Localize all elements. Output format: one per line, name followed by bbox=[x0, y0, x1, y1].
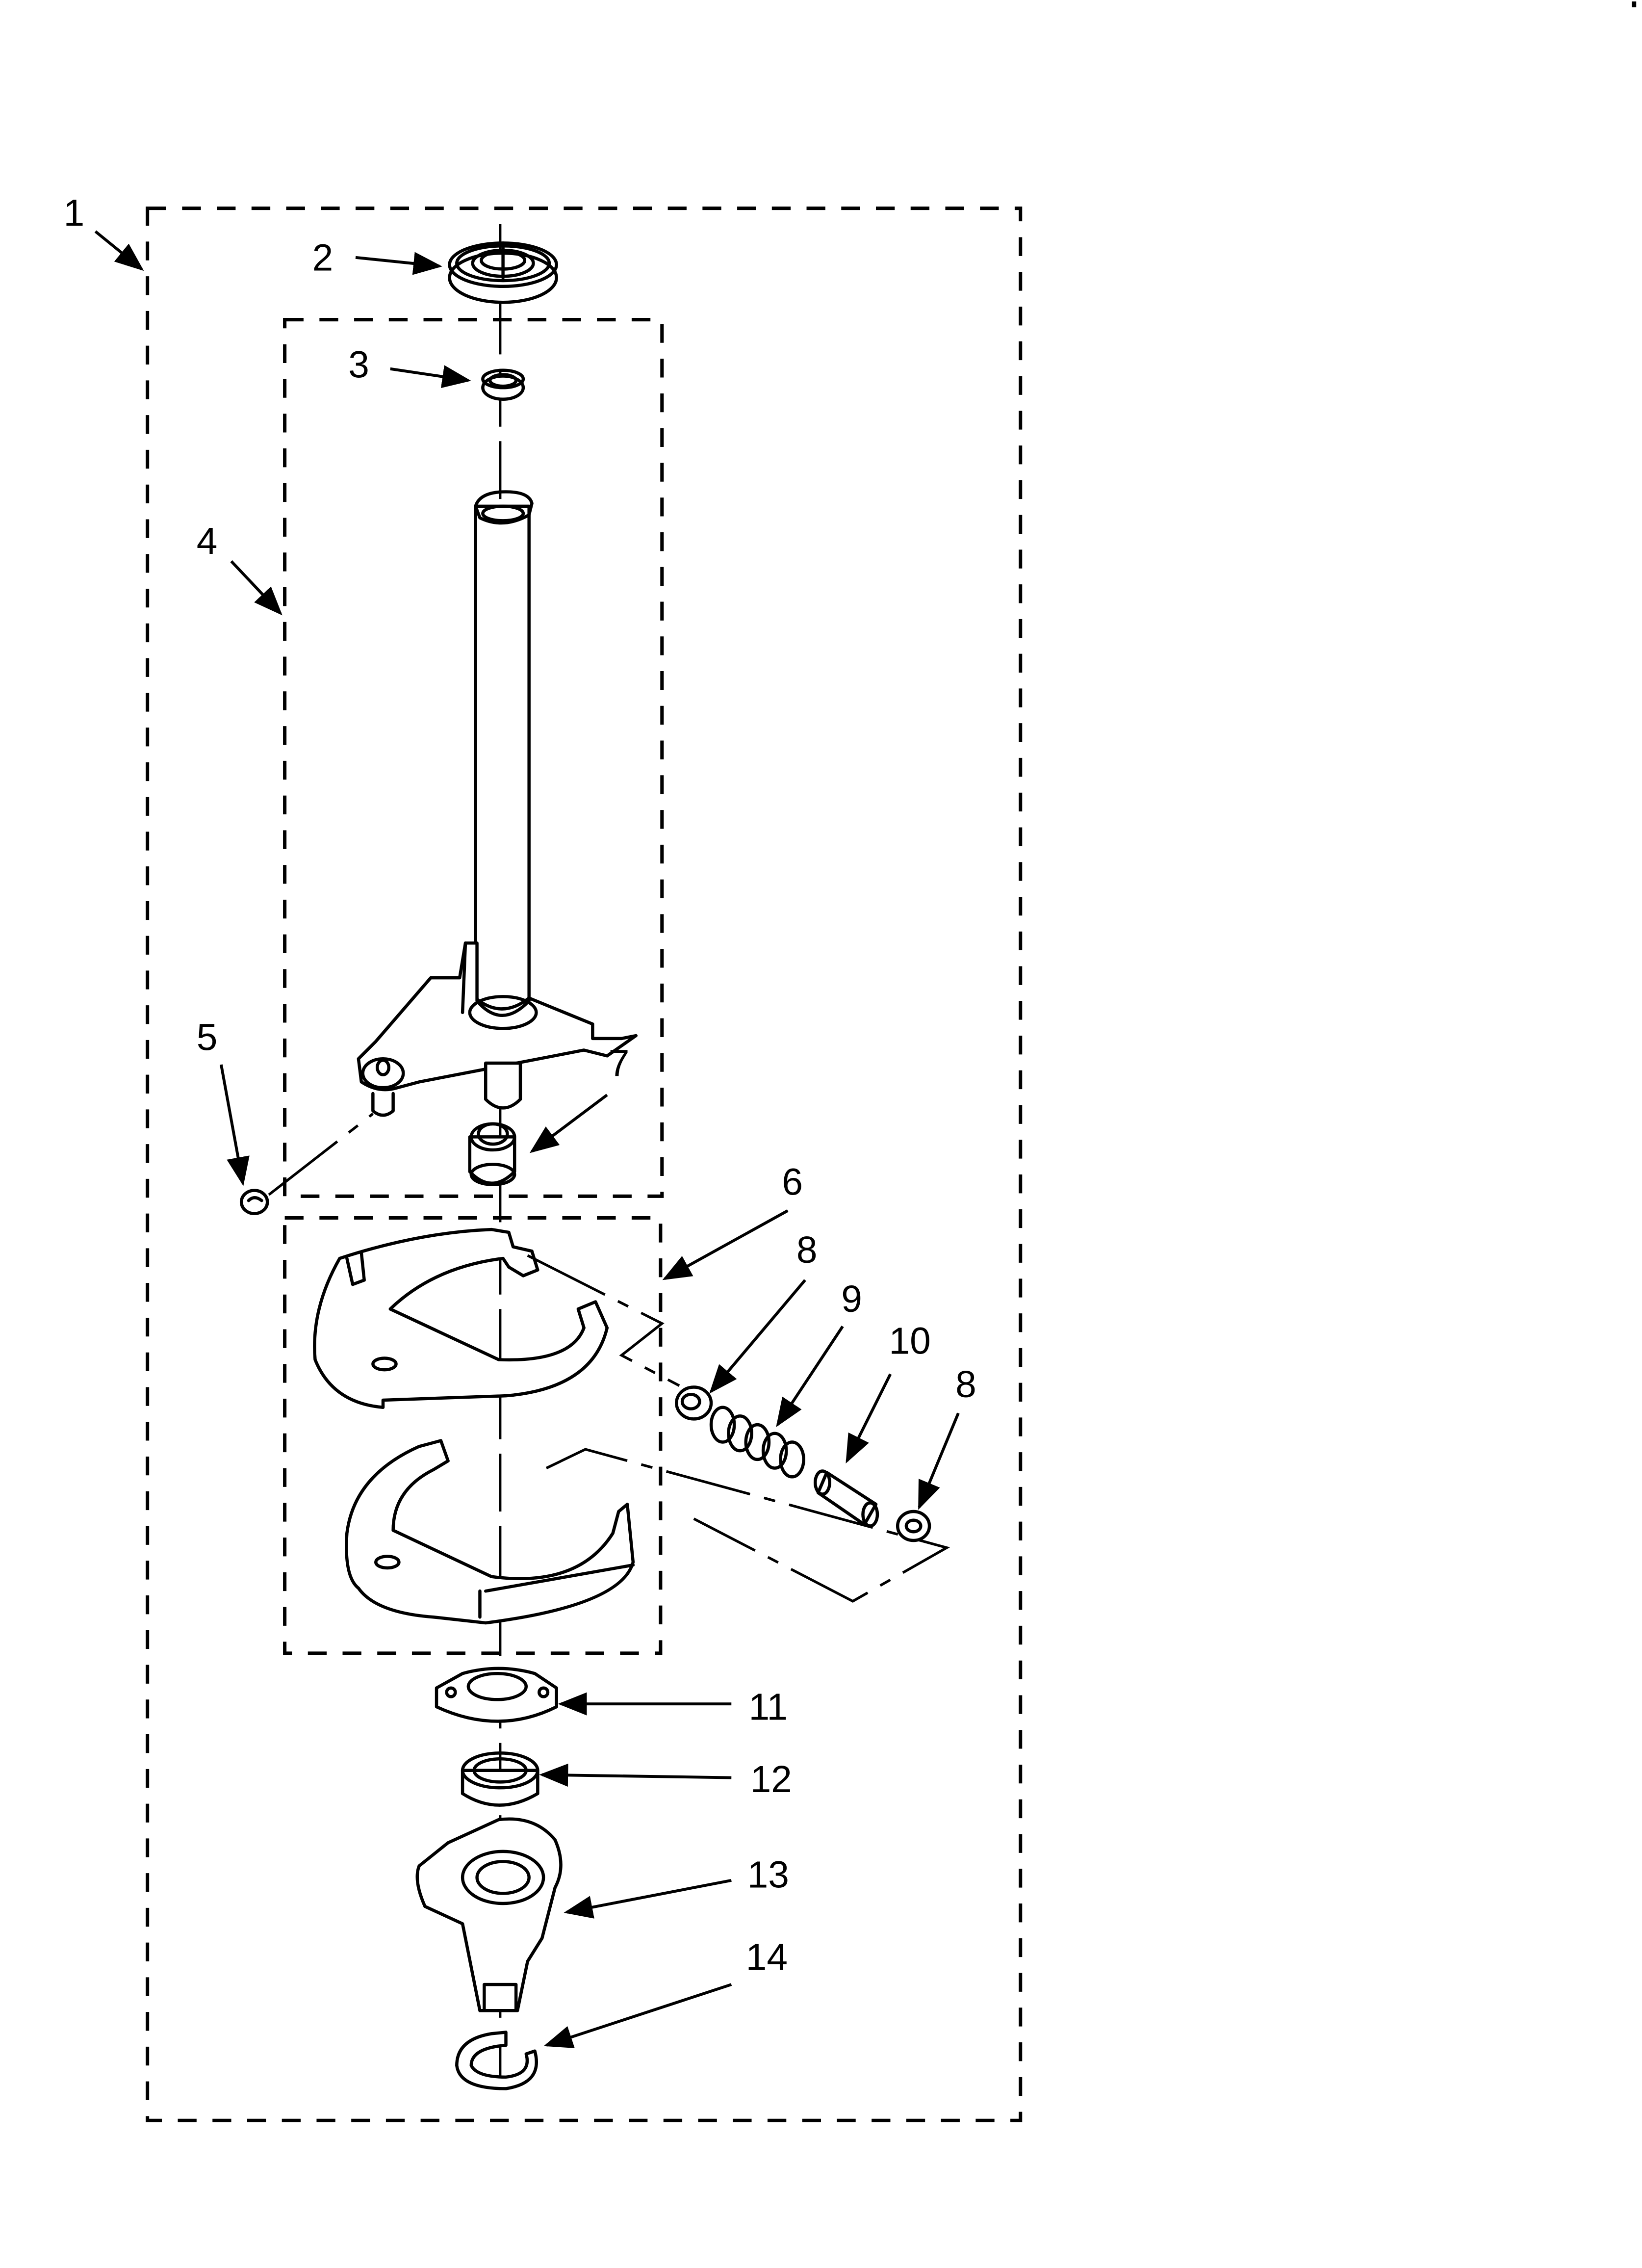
pin-part-10 bbox=[813, 1469, 879, 1528]
callout-13: 13 bbox=[747, 1854, 789, 1896]
retainer-part-11 bbox=[435, 1667, 558, 1723]
leader-arrows bbox=[94, 230, 960, 2048]
washer-part-8-right bbox=[896, 1510, 931, 1542]
callout-3: 3 bbox=[348, 344, 369, 386]
stray-mark bbox=[1632, 1, 1637, 7]
callout-labels: 1 2 3 4 5 6 7 8 9 10 8 11 12 13 14 bbox=[64, 192, 976, 1979]
callout-6: 6 bbox=[782, 1161, 803, 1203]
callout-8a: 8 bbox=[796, 1229, 818, 1271]
callout-7: 7 bbox=[609, 1043, 630, 1085]
washer-part-8-left bbox=[675, 1385, 713, 1421]
shaft-assembly-box bbox=[283, 318, 664, 1198]
retaining-ring-part-5 bbox=[239, 1113, 374, 1215]
callout-8b: 8 bbox=[955, 1364, 976, 1406]
callout-10: 10 bbox=[889, 1321, 931, 1362]
ring-part-12 bbox=[461, 1751, 539, 1807]
callout-1: 1 bbox=[64, 192, 85, 234]
callout-11: 11 bbox=[749, 1687, 788, 1728]
brake-cam-box bbox=[283, 1216, 663, 1655]
seal-part-2 bbox=[448, 241, 558, 304]
callout-12: 12 bbox=[750, 1759, 792, 1800]
outer-assembly-box bbox=[146, 207, 1023, 2122]
callout-4: 4 bbox=[197, 521, 218, 562]
callout-5: 5 bbox=[197, 1017, 218, 1058]
snap-ring-part-14 bbox=[455, 2031, 538, 2090]
brake-cam-upper-half bbox=[313, 1227, 609, 1409]
brake-cam-lower-half bbox=[345, 1439, 635, 1625]
brake-lever-part-13 bbox=[415, 1817, 563, 2012]
callout-2: 2 bbox=[312, 237, 334, 279]
shaft-part-4 bbox=[357, 490, 638, 1117]
callout-9: 9 bbox=[841, 1278, 862, 1320]
spring-part-9 bbox=[709, 1406, 805, 1479]
bushing-part-7 bbox=[468, 1122, 516, 1186]
spring-leaders bbox=[527, 1254, 950, 1603]
bearing-part-3 bbox=[481, 368, 525, 401]
callout-14: 14 bbox=[746, 1937, 788, 1979]
